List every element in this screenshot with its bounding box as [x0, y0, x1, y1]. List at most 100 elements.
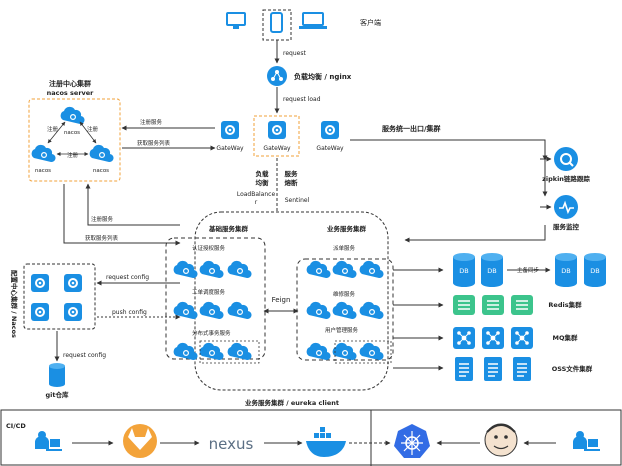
mq-icon: [481, 326, 505, 350]
cb-title-2: 熔断: [285, 178, 299, 187]
register-service-label: 注册服务: [91, 215, 114, 223]
lb-title-1: 负载: [256, 169, 270, 178]
nacos-node-top: nacos: [60, 106, 86, 136]
db-label: DB: [487, 267, 496, 275]
oss-icon: [483, 356, 503, 382]
gateway-center: GateWay: [263, 120, 291, 152]
lb-title-2: 均衡: [256, 178, 270, 187]
cicd-band: [0, 409, 622, 466]
gateway-label: GateWay: [316, 145, 344, 152]
gitlab-icon: [123, 424, 157, 458]
push-config-label: push config: [112, 309, 147, 316]
oss-icon: [454, 356, 474, 382]
oss-label: OSS文件集群: [552, 364, 593, 373]
register-service-label: 注册服务: [140, 118, 163, 126]
config-node-icon: [30, 273, 50, 293]
service-monitor-icon: [554, 195, 578, 219]
base-cluster-box: [165, 237, 266, 360]
git-label: git仓库: [46, 390, 69, 399]
feign-label: Feign: [272, 296, 291, 304]
svc-fetch-arrow: [63, 184, 181, 246]
register-label: 注册: [87, 125, 99, 133]
monitor-to-services: [404, 225, 546, 243]
biz-group-label: 维修服务: [333, 290, 356, 298]
config-center-title: 配置中心集群 / Nacos: [10, 270, 19, 338]
db-label: DB: [590, 267, 599, 275]
oss-icon: [512, 356, 532, 382]
config-center-box: [23, 263, 96, 330]
fetch-services-label: 获取服务列表: [85, 234, 119, 242]
load-balancer-icon: [267, 66, 287, 86]
register-label: 注册: [47, 125, 59, 133]
zipkin-label: zipkin链路跟踪: [542, 174, 590, 183]
redis-label: Redis集群: [548, 300, 582, 309]
lb-label: 负载均衡 / nginx: [294, 72, 352, 81]
docker-icon: [306, 427, 346, 457]
base-group-label: 分布式事务服务: [192, 329, 231, 337]
registry-link: [79, 121, 97, 144]
gateway-monitor-line: [350, 139, 548, 161]
redis-icon: [452, 294, 476, 316]
laptop-icon: [299, 12, 327, 29]
phone-box: [262, 9, 292, 41]
developer-icon: [35, 431, 62, 451]
nacos-node-left: nacos: [31, 144, 57, 174]
db-primary: DB DB: [453, 253, 503, 287]
base-cluster-title: 基础服务集群: [208, 224, 249, 233]
svc-register-arrow: [85, 183, 180, 226]
nacos-label: nacos: [93, 168, 109, 174]
nacos-node-right: nacos: [89, 144, 115, 174]
lb-sub-2: r: [255, 199, 258, 206]
mq-icon: [452, 326, 476, 350]
nacos-label: nacos: [35, 168, 51, 174]
redis-icon: [481, 294, 505, 316]
request-label: request: [283, 50, 306, 57]
phone-icon: [270, 12, 283, 33]
gateway-center-box: [253, 115, 300, 157]
biz-group-label: 用户管理服务: [325, 326, 359, 334]
zipkin-icon: [554, 147, 578, 171]
base-group-label: 认证授权服务: [192, 244, 226, 252]
desktop-icon: [226, 12, 246, 29]
base-group-label: 工单调度服务: [192, 288, 226, 296]
biz-cluster-box: [296, 258, 394, 361]
biz-cluster-title: 业务服务集群: [327, 224, 367, 233]
registry-subtitle: nacos server: [47, 89, 95, 97]
lb-sub-1: LoadBalance: [237, 191, 276, 198]
services-outer-box: [194, 211, 389, 391]
registry-title: 注册中心集群: [49, 79, 91, 88]
git-icon: [49, 363, 65, 387]
db-label: DB: [561, 267, 570, 275]
cb-title-1: 服务: [285, 169, 299, 178]
mq-icon: [510, 326, 534, 350]
biz-group-label: 派单服务: [333, 244, 356, 252]
eureka-label: 业务服务集群 / eureka client: [245, 398, 339, 407]
nexus-logo: nexus: [209, 435, 254, 453]
config-node-icon: [30, 302, 50, 322]
nacos-label: nacos: [64, 130, 80, 136]
config-node-icon: [63, 302, 83, 322]
config-node-icon: [63, 273, 83, 293]
gateway-outlet-label: 服务统一出口/集群: [382, 124, 441, 133]
git-request-config-label: request config: [63, 352, 106, 359]
registry-box: [28, 98, 121, 182]
tx-service-box: [199, 340, 260, 364]
client-devices: 客户端: [226, 9, 381, 41]
gateway-left: GateWay: [216, 120, 244, 152]
register-label: 注册: [67, 151, 79, 159]
request-load-label: request load: [283, 96, 321, 103]
registry-link: [47, 121, 66, 144]
db-backup: DB DB: [555, 253, 606, 287]
db-label: DB: [459, 267, 468, 275]
gateway-label: GateWay: [263, 145, 291, 152]
user-service-box: [334, 340, 392, 364]
service-monitor-label: 服务监控: [553, 222, 580, 231]
cicd-label: CI/CD: [6, 422, 26, 430]
redis-icon: [510, 294, 534, 316]
fetch-services-label: 获取服务列表: [137, 139, 171, 147]
gateway-right: GateWay: [316, 120, 344, 152]
kubernetes-icon: [394, 424, 430, 458]
request-config-label: request config: [106, 274, 149, 281]
jenkins-icon: [484, 423, 518, 457]
operator-icon: [573, 431, 600, 451]
